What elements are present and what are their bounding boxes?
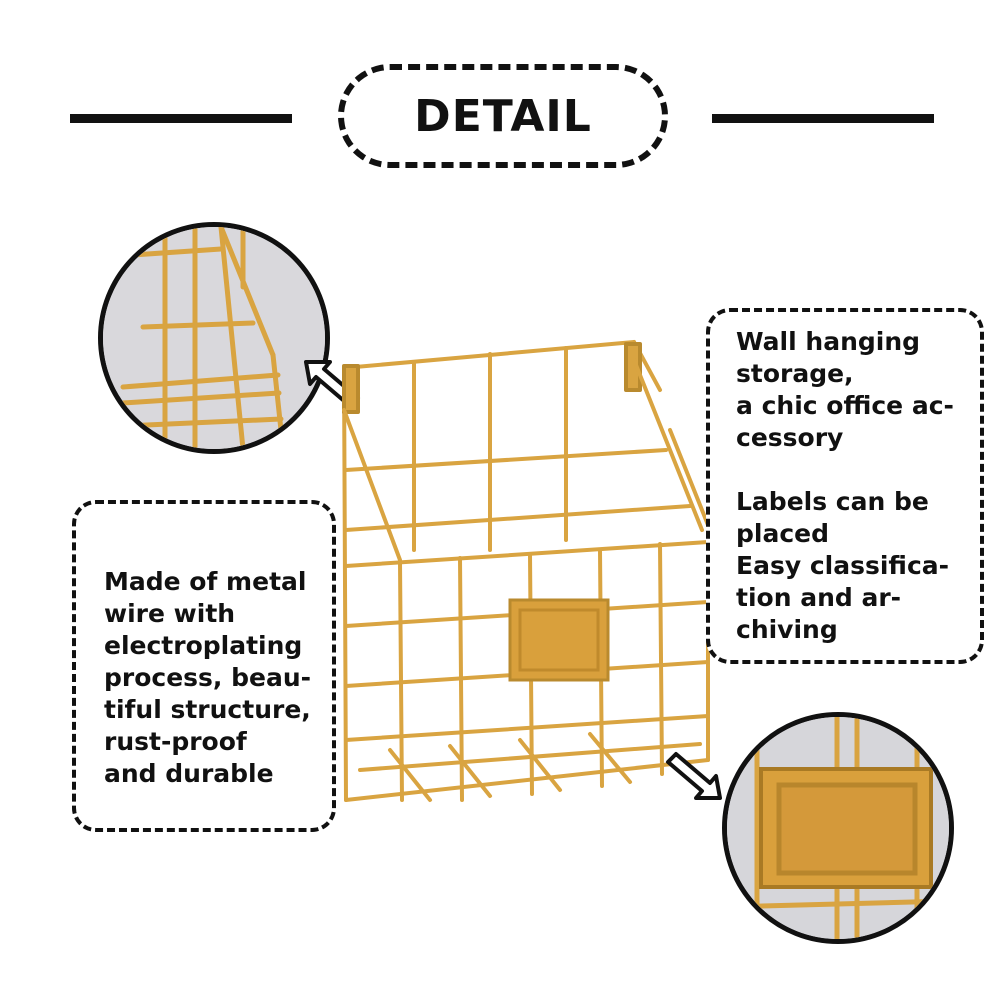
label-plate-zoom	[722, 712, 954, 944]
wire-basket-image	[342, 340, 712, 802]
page-title: DETAIL	[414, 90, 592, 142]
header-right-rule	[712, 114, 934, 123]
label-plate-detail-image	[727, 717, 949, 939]
wire-detail-image	[103, 227, 325, 449]
title-badge: DETAIL	[338, 64, 668, 168]
labels-text: Labels can be placed Easy classifica- ti…	[736, 487, 950, 644]
wall-hanging-text: Wall hanging storage, a chic office ac- …	[736, 327, 954, 452]
feature-callout-right: Wall hanging storage, a chic office ac- …	[706, 308, 984, 664]
feature-callout-left: Made of metal wire with electroplating p…	[72, 500, 336, 832]
material-text: Made of metal wire with electroplating p…	[104, 567, 312, 788]
arrow-down-right-icon	[666, 752, 722, 800]
wire-detail-zoom	[98, 222, 330, 454]
header-left-rule	[70, 114, 292, 123]
